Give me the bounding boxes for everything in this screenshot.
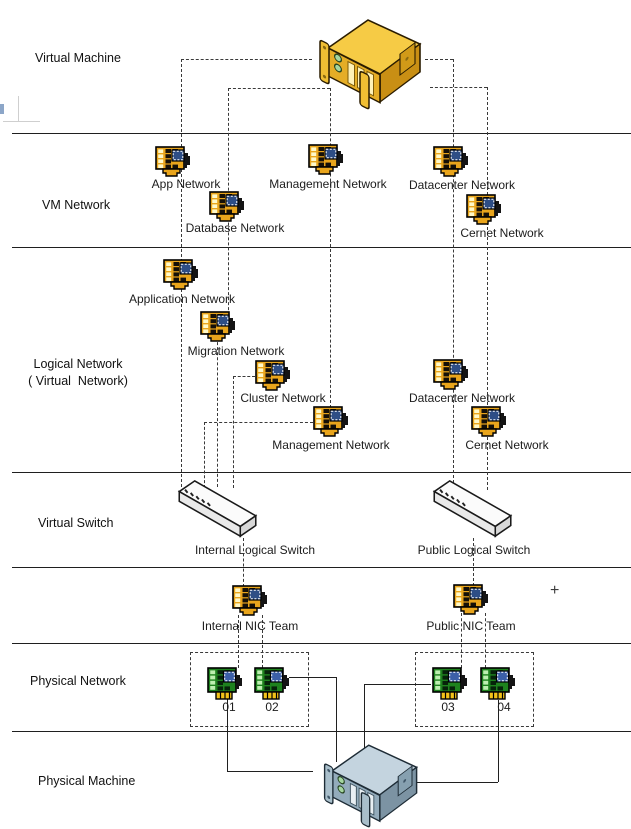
cable-line (289, 677, 336, 678)
dashed-connector (330, 88, 331, 408)
layer-label-vm-network: VM Network (42, 198, 111, 212)
cable-line (413, 782, 498, 783)
vm-network-app-label: App Network (151, 177, 221, 191)
dashed-connector (217, 337, 218, 487)
dashed-connector (233, 376, 234, 488)
layer-label-physical-machine: Physical Machine (38, 774, 136, 788)
edge-artifact (3, 121, 40, 122)
vm-network-cernet-label: Cernet Network (460, 226, 544, 240)
vm-network-app-icon[interactable] (155, 146, 193, 178)
logical-network-migration-icon[interactable] (200, 311, 238, 343)
cable-line (227, 771, 313, 772)
dashed-connector (425, 59, 453, 60)
cable-line (364, 684, 431, 685)
layer-label-virtual-machine: Virtual Machine (35, 51, 121, 65)
logical-network-management-icon[interactable] (313, 406, 351, 438)
vm-network-management-label: Management Network (269, 177, 387, 191)
vm-network-datacenter-icon[interactable] (433, 146, 471, 178)
plus-marker: + (550, 582, 560, 599)
public-logical-switch-label: Public Logical Switch (417, 543, 531, 557)
logical-network-application-icon[interactable] (163, 259, 201, 291)
dashed-connector (262, 615, 263, 668)
dashed-connector (453, 59, 454, 483)
dashed-connector (204, 422, 205, 488)
dashed-connector (243, 538, 244, 587)
cable-line (227, 698, 228, 771)
vm-network-cernet-icon[interactable] (466, 194, 504, 226)
logical-network-datacenter-label: Datacenter Network (408, 391, 516, 405)
dashed-connector (473, 538, 474, 586)
layer-divider (12, 133, 631, 134)
public-nic-team-label: Public NIC Team (426, 619, 516, 633)
physical-nic-02-label: 02 (265, 700, 279, 714)
dashed-connector (228, 88, 330, 89)
dashed-connector (181, 59, 312, 60)
physical-nic-02-icon[interactable] (254, 667, 292, 701)
cable-line (364, 684, 365, 765)
vm-network-datacenter-label: Datacenter Network (408, 178, 516, 192)
physical-nic-03-label: 03 (441, 700, 455, 714)
internal-logical-switch-icon[interactable] (174, 478, 262, 540)
internal-nic-group-box (190, 652, 309, 727)
internal-nic-team-label: Internal NIC Team (201, 619, 299, 633)
public-nic-group-box (415, 652, 534, 727)
layer-divider (12, 643, 631, 644)
internal-nic-team-icon[interactable] (232, 585, 270, 617)
dashed-connector (487, 87, 488, 490)
layer-label-physical-network: Physical Network (30, 674, 126, 688)
physical-nic-04-icon[interactable] (480, 667, 518, 701)
dashed-connector (204, 422, 313, 423)
physical-nic-04-label: 04 (497, 700, 511, 714)
dashed-connector (485, 613, 486, 668)
dashed-connector (233, 376, 255, 377)
dashed-connector (238, 615, 239, 668)
physical-machine-server-icon[interactable] (302, 736, 430, 828)
physical-nic-01-label: 01 (222, 700, 236, 714)
layer-divider (12, 567, 631, 568)
layer-label-virtual-switch: Virtual Switch (38, 516, 114, 530)
logical-network-cluster-label: Cluster Network (240, 391, 326, 405)
layer-divider (12, 472, 631, 473)
dashed-connector (461, 613, 462, 668)
vm-network-management-icon[interactable] (308, 144, 346, 176)
logical-network-migration-label: Migration Network (187, 344, 285, 358)
physical-nic-01-icon[interactable] (207, 667, 245, 701)
edge-artifact (0, 104, 4, 114)
layer-label-logical-network-sub: ( Virtual Network) (28, 374, 128, 388)
layer-divider (12, 731, 631, 732)
layer-label-logical-network: Logical Network (33, 357, 123, 371)
cable-line (336, 677, 337, 762)
cable-line (498, 700, 499, 782)
layer-divider (12, 247, 631, 248)
physical-nic-03-icon[interactable] (432, 667, 470, 701)
dashed-connector (430, 87, 487, 88)
logical-network-cernet-icon[interactable] (471, 406, 509, 438)
vm-network-database-label: Database Network (185, 221, 285, 235)
internal-logical-switch-label: Internal Logical Switch (194, 543, 316, 557)
vm-network-database-icon[interactable] (209, 191, 247, 223)
logical-network-management-label: Management Network (272, 438, 390, 452)
logical-network-cernet-label: Cernet Network (465, 438, 549, 452)
virtual-machine-server-icon[interactable] (300, 10, 430, 110)
logical-network-datacenter-icon[interactable] (433, 359, 471, 391)
logical-network-cluster-icon[interactable] (255, 360, 293, 392)
logical-network-application-label: Application Network (128, 292, 236, 306)
public-nic-team-icon[interactable] (453, 584, 491, 616)
edge-artifact (18, 96, 19, 122)
public-logical-switch-icon[interactable] (429, 478, 517, 540)
